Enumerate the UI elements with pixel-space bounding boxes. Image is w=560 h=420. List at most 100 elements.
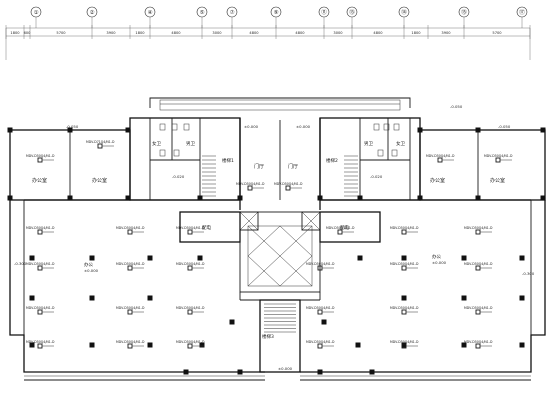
- dimension-value: 1800: [411, 31, 421, 35]
- structural-column: [540, 195, 546, 201]
- ac-indoor-unit: MDV-D50Q4/N1-D: [390, 306, 419, 315]
- equipment-tag: MDV-D50Q4/N1-D: [26, 306, 55, 310]
- label-office-main-left: 办公: [84, 261, 93, 268]
- ac-indoor-unit: MDV-D50Q4/N1-D: [176, 340, 205, 349]
- elev-mark: ±0.000: [244, 124, 259, 129]
- grid-axis-label: ⑨: [274, 9, 279, 16]
- ac-indoor-unit: MDV-D50Q4/N1-D: [26, 262, 55, 271]
- equipment-tag: MDV-D50Q4/N1-D: [390, 262, 419, 266]
- structural-column: [147, 255, 153, 261]
- structural-column: [519, 255, 525, 261]
- grid-axis-label: ⑤: [200, 10, 205, 16]
- grid-axis-bubble: ⑬: [346, 6, 358, 28]
- ac-indoor-unit: MDV-D50Q4/N1-D: [464, 262, 493, 271]
- equipment-tag: MDV-D50Q4/N1-D: [176, 340, 205, 344]
- label-stair-right: 楼梯2: [326, 157, 338, 164]
- room-labels: 办公室 办公室 办公室 办公室 男卫 女卫 男卫 女卫 楼梯1 楼梯2 楼梯3 …: [32, 140, 505, 340]
- equipment-tag: MDV-D50Q4/N1-D: [176, 262, 205, 266]
- dimension-value: 1800: [135, 31, 145, 35]
- central-shaft: [247, 225, 313, 287]
- grid-axis-bubble: ⑤: [196, 6, 208, 28]
- label-toilet-f-right: 女卫: [396, 140, 405, 147]
- equipment-tag: MDV-D71Q4/N1-D: [86, 140, 115, 144]
- ac-indoor-unit: MDV-D50Q4/N1-D: [236, 182, 265, 191]
- ac-indoor-unit: MDV-D50Q4/N1-D: [390, 262, 419, 271]
- equipment-tag: MDV-D50Q4/N1-D: [26, 154, 55, 158]
- structural-column: [475, 195, 481, 201]
- label-office-left-2: 办公室: [92, 177, 107, 184]
- structural-column: [229, 319, 235, 325]
- structural-column: [321, 319, 327, 325]
- structural-column: [540, 127, 546, 133]
- ac-indoor-unit: MDV-D50Q4/N1-D: [426, 154, 455, 163]
- structural-column: [7, 127, 13, 133]
- structural-column: [401, 255, 407, 261]
- structural-column: [197, 255, 203, 261]
- equipment-tag: MDV-D50Q4/N1-D: [116, 306, 145, 310]
- elev-mark: ±0.000: [432, 260, 447, 265]
- structural-column: [417, 195, 423, 201]
- elevation-marks: -0.050 -0.050 -0.050 -0.020 -0.020 -0.30…: [14, 104, 535, 371]
- elev-mark: ±0.000: [278, 366, 293, 371]
- ac-indoor-unit: MDV-D50Q4/N1-D: [176, 262, 205, 271]
- structural-column: [357, 255, 363, 261]
- structural-column: [199, 342, 205, 348]
- equipment-tag: MDV-D50Q4/N1-D: [464, 306, 493, 310]
- label-hall-left: 门厅: [254, 163, 264, 170]
- structural-column: [197, 195, 203, 201]
- equipment-tag: MDV-D50Q4/N1-D: [116, 340, 145, 344]
- ac-indoor-unit: MDV-D50Q4/N1-D: [484, 154, 513, 163]
- structural-column: [461, 295, 467, 301]
- equipment-tag: MDV-D50Q4/N1-D: [176, 306, 205, 310]
- grid-axis-label: ⑮: [461, 8, 467, 16]
- structural-column: [7, 195, 13, 201]
- equipment-tag: MDV-D50Q4/N1-D: [464, 262, 493, 266]
- structural-column: [29, 295, 35, 301]
- elev-mark: -0.050: [450, 104, 463, 109]
- ac-indoor-unit: MDV-D50Q4/N1-D: [326, 226, 355, 235]
- elev-mark: -0.050: [498, 124, 511, 129]
- dimension-value: 3900: [106, 31, 116, 35]
- equipment-tag: MDV-D50Q4/N1-D: [390, 226, 419, 230]
- label-office-right-1: 办公室: [430, 177, 445, 184]
- equipment-tag: MDV-D50Q4/N1-D: [464, 226, 493, 230]
- dimension-value: 1800: [10, 31, 20, 35]
- ac-indoor-unit: MDV-D50Q4/N1-D: [116, 306, 145, 315]
- label-hall-right: 门厅: [288, 163, 298, 170]
- structural-column: [401, 342, 407, 348]
- structural-column: [147, 342, 153, 348]
- structural-column: [125, 127, 131, 133]
- elev-mark: ±0.000: [84, 268, 99, 273]
- grid-axis-label: ②: [90, 9, 95, 16]
- equipment-tag: MDV-D50Q4/N1-D: [236, 182, 265, 186]
- ac-indoor-unit: MDV-D50Q4/N1-D: [116, 262, 145, 271]
- label-toilet-m-right: 男卫: [364, 141, 373, 147]
- grid-axis-bubble: ⑦: [226, 6, 238, 28]
- equipment-tag: MDV-D50Q4/N1-D: [464, 340, 493, 344]
- dimension-value: 4800: [373, 31, 383, 35]
- label-stair-center: 楼梯3: [262, 333, 274, 340]
- equipment-tag: MDV-D50Q4/N1-D: [306, 306, 335, 310]
- equipment-tag: MDV-D50Q4/N1-D: [274, 182, 303, 186]
- structural-column: [237, 369, 243, 375]
- grid-axis-bubble: ⑨: [270, 6, 282, 28]
- ac-indoor-unit: MDV-D50Q4/N1-D: [26, 226, 55, 235]
- structural-column: [355, 342, 361, 348]
- ac-indoor-unit: MDV-D50Q4/N1-D: [464, 226, 493, 235]
- equipment-tag: MDV-D50Q4/N1-D: [116, 262, 145, 266]
- label-machine-left: 配电: [202, 224, 211, 231]
- structural-column: [461, 255, 467, 261]
- dimension-value: 3000: [212, 31, 222, 35]
- ac-indoor-unit: MDV-D50Q4/N1-D: [464, 340, 493, 349]
- label-office-main-right: 办公: [432, 253, 441, 260]
- ac-indoor-unit: MDV-D50Q4/N1-D: [274, 182, 303, 191]
- toilet-fixtures: [159, 123, 400, 157]
- ac-indoor-unit: MDV-D50Q4/N1-D: [390, 226, 419, 235]
- grid-axis-label: ①: [34, 10, 39, 16]
- ac-indoor-unit: MDV-D50Q4/N1-D: [26, 340, 55, 349]
- ac-indoor-unit: MDV-D50Q4/N1-D: [176, 226, 205, 235]
- elev-mark: -0.020: [370, 174, 383, 179]
- elev-mark: -0.300: [522, 271, 535, 276]
- structural-column: [475, 127, 481, 133]
